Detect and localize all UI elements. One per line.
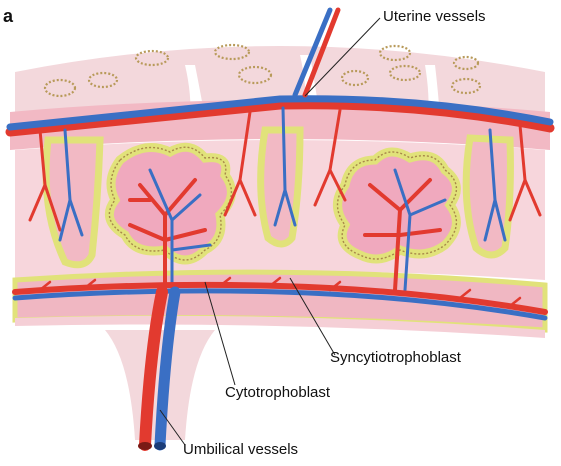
umbilical-vessels-label: Umbilical vessels [183,441,298,458]
panel-letter: a [3,6,13,27]
syncytiotrophoblast-label: Syncytiotrophoblast [330,349,461,366]
cytotrophoblast-label: Cytotrophoblast [225,384,330,401]
uterine-vessels-label: Uterine vessels [383,8,486,25]
